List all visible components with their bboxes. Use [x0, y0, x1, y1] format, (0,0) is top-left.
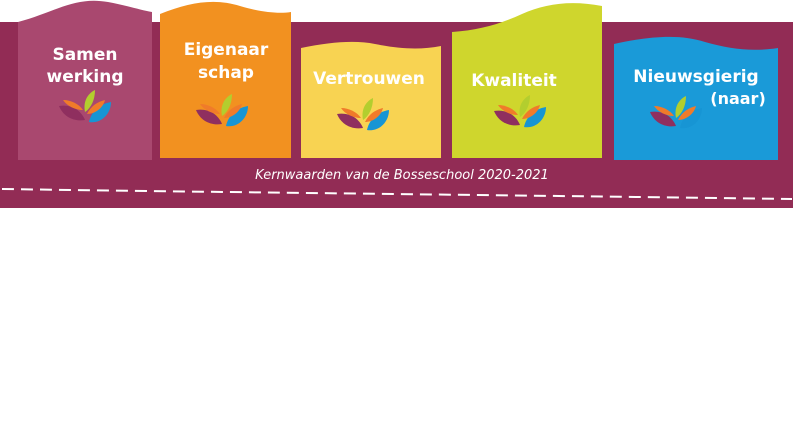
leaf-orange: [522, 105, 540, 119]
leaf-blue: [226, 106, 248, 127]
leaf-blue: [524, 107, 546, 128]
card-samenwerking-shape: [18, 0, 152, 161]
leaf-purple: [337, 113, 363, 129]
leaf-orange: [224, 104, 242, 118]
leaf-purple: [196, 109, 222, 125]
leaf-blue: [367, 110, 389, 131]
card-kwaliteit-label: Kwaliteit: [471, 71, 557, 91]
card-vertrouwen: Vertrouwen: [301, 41, 441, 159]
leaf-purple: [59, 105, 85, 121]
leaf-purple: [650, 111, 676, 127]
leaf-green: [84, 90, 95, 112]
leaf-orange: [678, 106, 696, 120]
card-eigenaarschap-label-line2: schap: [198, 63, 254, 83]
card-samenwerking-label-line1: Samen: [52, 45, 117, 65]
leaf-orange: [87, 100, 105, 114]
leaf-orange: [341, 108, 361, 118]
sprout-leaves-icon: [650, 96, 702, 129]
card-eigenaarschap-label-line1: Eigenaar: [184, 40, 269, 60]
card-eigenaarschap: Eigenaar schap: [160, 1, 291, 159]
card-kwaliteit: Kwaliteit: [452, 3, 602, 158]
leaf-orange: [654, 106, 674, 116]
leaf-green: [519, 95, 530, 117]
sprout-leaves-icon: [196, 94, 248, 127]
card-vertrouwen-label: Vertrouwen: [313, 69, 425, 89]
leaf-blue: [680, 108, 702, 129]
leaf-orange: [365, 108, 383, 122]
leaf-orange: [498, 105, 518, 115]
card-eigenaarschap-shape: [160, 1, 291, 159]
sprout-leaves-icon: [59, 90, 111, 123]
card-samenwerking: Samen werking: [18, 0, 152, 161]
leaf-green: [675, 96, 686, 118]
card-nieuwsgierig-label-line1: Nieuwsgierig: [633, 67, 758, 87]
leaf-orange: [200, 104, 220, 114]
sprout-leaves-icon: [337, 98, 389, 131]
card-nieuwsgierig-shape: [614, 36, 778, 160]
card-nieuwsgierig: Nieuwsgierig (naar): [614, 36, 778, 160]
leaf-blue: [89, 102, 111, 123]
leaf-green: [221, 94, 232, 116]
leaf-green: [362, 98, 373, 120]
banner-caption: Kernwaarden van de Bosseschool 2020-2021: [255, 168, 549, 183]
card-nieuwsgierig-label-line2: (naar): [710, 89, 766, 108]
card-kwaliteit-shape: [452, 3, 602, 158]
leaf-purple: [494, 110, 520, 126]
sprout-leaves-icon: [494, 95, 546, 128]
card-samenwerking-label-line2: werking: [46, 67, 123, 87]
leaf-orange: [63, 100, 83, 110]
